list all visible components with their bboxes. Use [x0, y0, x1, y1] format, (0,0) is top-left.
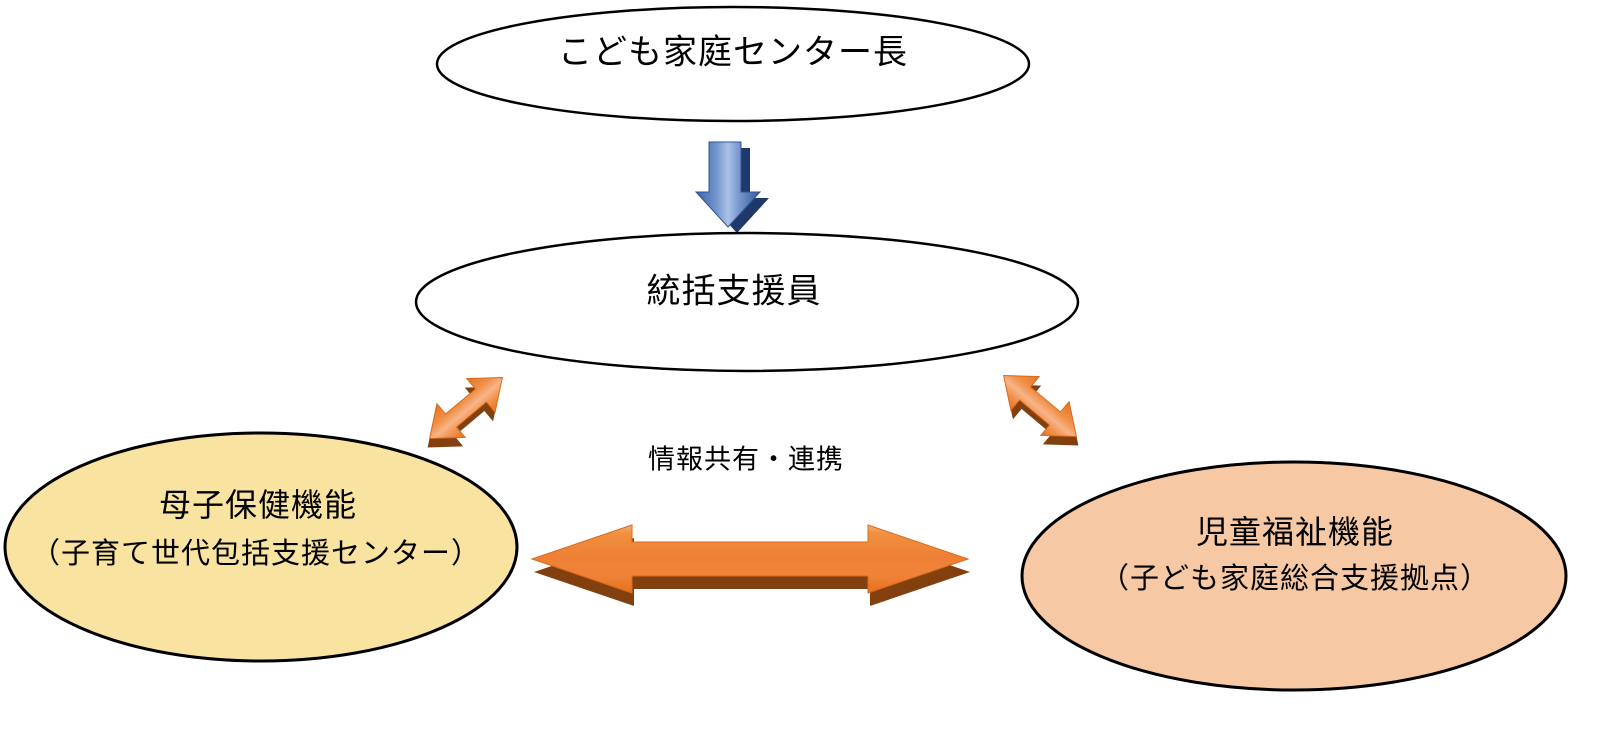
- left-ellipse-subtitle: （子育て世代包括支援センター）: [30, 538, 482, 570]
- right-ellipse-shape: [1020, 460, 1568, 692]
- right-ellipse-title: 児童福祉機能: [1195, 514, 1395, 550]
- middle-ellipse-shape: [414, 231, 1080, 373]
- down-arrow-icon: [694, 141, 762, 228]
- left-diagonal-arrow-icon: [428, 376, 504, 440]
- right-ellipse-subtitle: （子ども家庭総合支援拠点）: [1099, 563, 1491, 595]
- top-ellipse-shape: [435, 5, 1031, 123]
- right-diagonal-arrow-icon: [1002, 374, 1078, 438]
- horizontal-arrow-icon: [530, 524, 970, 594]
- left-ellipse-shape: [3, 431, 519, 663]
- top-ellipse-label: こども家庭センター長: [558, 33, 908, 72]
- left-ellipse-title: 母子保健機能: [158, 487, 358, 523]
- info-sharing-label: 情報共有・連携: [648, 444, 844, 475]
- middle-ellipse-label: 統括支援員: [646, 272, 822, 311]
